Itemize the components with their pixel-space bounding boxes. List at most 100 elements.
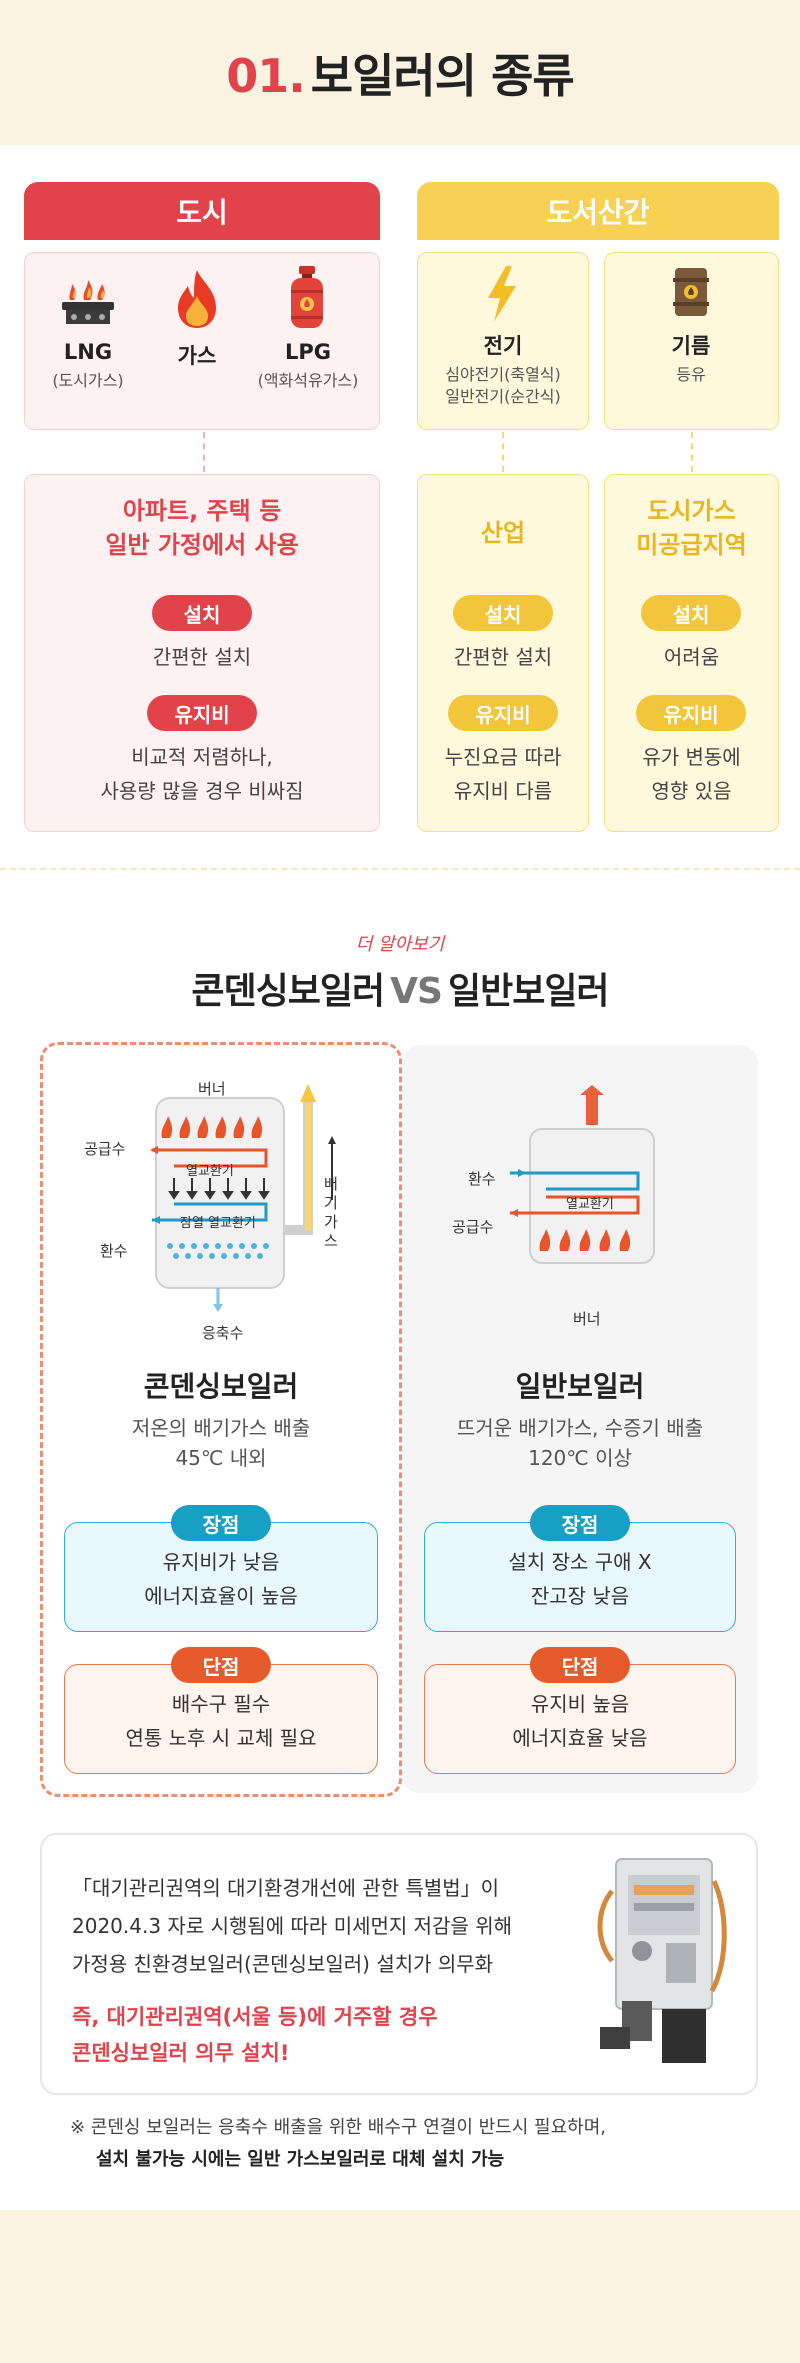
fuel-lng-name: LNG xyxy=(63,340,113,364)
condensing-pro-line2: 에너지효율이 높음 xyxy=(144,1584,298,1608)
city-cost-line2: 사용량 많을 경우 비싸짐 xyxy=(100,779,304,803)
gas-cylinder-icon xyxy=(291,266,323,328)
city-cost-text: 비교적 저렴하나, 사용량 많을 경우 비싸짐 xyxy=(24,740,380,808)
condensing-sub-line2: 45℃ 내외 xyxy=(175,1446,267,1470)
general-pro-line1: 설치 장소 구애 X xyxy=(508,1550,652,1574)
city-cost-pill: 유지비 xyxy=(147,695,257,731)
title-text: 보일러의 종류 xyxy=(310,48,575,103)
burner-flames xyxy=(161,1116,263,1138)
city-cost-line1: 비교적 저렴하나, xyxy=(131,745,273,769)
electric-cost-text: 누진요금 따라 유지비 다름 xyxy=(417,740,589,808)
fuel-lng: LNG (도시가스) xyxy=(13,340,163,392)
oil-usage-box xyxy=(604,474,779,832)
comparison-right: 일반보일러 xyxy=(447,971,610,1012)
oil-cost-line2: 영향 있음 xyxy=(651,779,732,803)
oil-install-pill: 설치 xyxy=(641,595,741,631)
electric-cost-pill: 유지비 xyxy=(448,695,558,731)
regulation-line1: 「대기관리권역의 대기환경개선에 관한 특별법」이 xyxy=(72,1876,500,1900)
label-supply: 공급수 xyxy=(84,1140,126,1158)
section-number: 01. xyxy=(226,48,305,103)
condensing-boiler-product-image xyxy=(597,1858,727,2063)
fuel-electric-sub2: 일반전기(순간식) xyxy=(445,387,561,406)
general-sub-line2: 120℃ 이상 xyxy=(528,1446,632,1470)
oil-usage-title-line1: 도시가스 xyxy=(647,497,736,525)
oil-install-text: 어려움 xyxy=(663,645,720,669)
condensing-con-line1: 배수구 필수 xyxy=(171,1692,271,1716)
connector-city xyxy=(203,432,205,472)
electric-usage-title: 산업 xyxy=(480,519,526,547)
label-general-supply: 공급수 xyxy=(452,1218,494,1236)
fuel-electric: 전기 심야전기(축열식)일반전기(순간식) xyxy=(428,330,578,408)
condensing-pro-line1: 유지비가 낮음 xyxy=(162,1550,280,1574)
condensing-cons-tag: 단점 xyxy=(171,1647,271,1683)
regulation-highlight: 즉, 대기관리권역(서울 등)에 거주할 경우 콘덴싱보일러 의무 설치! xyxy=(72,1999,438,2071)
fuel-lpg-sub: (액화석유가스) xyxy=(257,371,359,390)
regulation-text: 「대기관리권역의 대기환경개선에 관한 특별법」이 2020.4.3 자로 시행… xyxy=(72,1869,512,1983)
label-burner: 버너 xyxy=(198,1080,226,1098)
city-install-text: 간편한 설치 xyxy=(152,645,252,669)
fuel-gas: 가스 xyxy=(122,340,272,370)
fuel-electric-sub1: 심야전기(축열식) xyxy=(445,365,561,384)
city-usage-title: 아파트, 주택 등 일반 가정에서 사용 xyxy=(24,494,380,562)
fuel-lpg-name: LPG xyxy=(284,340,331,364)
page-footer-band xyxy=(0,2210,800,2363)
oil-barrel-icon xyxy=(673,268,709,316)
general-boiler-diagram xyxy=(510,1085,655,1264)
general-subtitle: 뜨거운 배기가스, 수증기 배출 120℃ 이상 xyxy=(402,1413,758,1473)
city-usage-title-line2: 일반 가정에서 사용 xyxy=(105,531,299,559)
connector-oil xyxy=(691,432,693,472)
fuel-lng-sub: (도시가스) xyxy=(52,371,124,390)
gas-stove-icon xyxy=(62,280,114,324)
condensing-con-line2: 연통 노후 시 교체 필요 xyxy=(125,1726,317,1750)
condensing-boiler-diagram xyxy=(150,1084,336,1312)
comparison-left: 콘덴싱보일러 xyxy=(191,971,385,1012)
footnote: ※ 콘덴싱 보일러는 응축수 배출을 위한 배수구 연결이 반드시 필요하며, … xyxy=(70,2112,606,2176)
flame-icon xyxy=(178,270,216,328)
footnote-line1: ※ 콘덴싱 보일러는 응축수 배출을 위한 배수구 연결이 반드시 필요하며, xyxy=(70,2117,606,2138)
general-con-line2: 에너지효율 낮음 xyxy=(512,1726,648,1750)
regulation-line2: 2020.4.3 자로 시행됨에 따라 미세먼지 저감을 위해 xyxy=(72,1914,513,1938)
general-con-line1: 유지비 높음 xyxy=(530,1692,630,1716)
fuel-gas-name: 가스 xyxy=(177,344,217,368)
section-divider xyxy=(0,868,800,870)
fuel-oil-name: 기름 xyxy=(671,334,711,358)
regulation-highlight-line1: 즉, 대기관리권역(서울 등)에 거주할 경우 xyxy=(72,2005,438,2029)
label-exchanger: 열교환기 xyxy=(186,1164,234,1179)
connector-electric xyxy=(502,432,504,472)
oil-cost-pill: 유지비 xyxy=(636,695,746,731)
regulation-highlight-line2: 콘덴싱보일러 의무 설치! xyxy=(72,2041,290,2065)
category-city: 도시 xyxy=(24,182,380,240)
label-exhaust: 배기가스 xyxy=(324,1175,338,1250)
condensing-sub-line1: 저온의 배기가스 배출 xyxy=(131,1416,311,1440)
general-title: 일반보일러 xyxy=(515,1370,645,1403)
label-general-burner: 버너 xyxy=(573,1310,601,1328)
general-sub-line1: 뜨거운 배기가스, 수증기 배출 xyxy=(456,1416,704,1440)
more-info-handwritten: 더 알아보기 xyxy=(355,934,445,955)
label-general-exchanger: 열교환기 xyxy=(566,1197,614,1212)
fuel-oil: 기름 등유 xyxy=(616,330,766,386)
lightning-icon xyxy=(488,266,516,322)
regulation-line3: 가정용 친환경보일러(콘덴싱보일러) 설치가 의무화 xyxy=(72,1952,494,1976)
oil-cost-line1: 유가 변동에 xyxy=(642,745,741,769)
label-latent-exchanger: 잠열 열교환기 xyxy=(180,1216,256,1231)
oil-cost-text: 유가 변동에 영향 있음 xyxy=(604,740,779,808)
electric-install-text: 간편한 설치 xyxy=(453,645,553,669)
fuel-oil-sub: 등유 xyxy=(676,365,706,384)
label-condensate: 응축수 xyxy=(202,1324,244,1342)
page-title: 01.보일러의 종류 xyxy=(226,40,575,106)
footnote-line2: 설치 불가능 시에는 일반 가스보일러로 대체 설치 가능 xyxy=(96,2149,505,2170)
condensing-pros-tag: 장점 xyxy=(171,1505,271,1541)
oil-usage-title-line2: 미공급지역 xyxy=(636,531,747,559)
electric-cost-line1: 누진요금 따라 xyxy=(444,745,562,769)
oil-usage-title: 도시가스 미공급지역 xyxy=(604,494,779,562)
general-pro-line2: 잔고장 낮음 xyxy=(530,1584,630,1608)
general-cons-tag: 단점 xyxy=(530,1647,630,1683)
condensing-cons-box: 배수구 필수 연통 노후 시 교체 필요 xyxy=(64,1664,378,1774)
condensing-title: 콘덴싱보일러 xyxy=(143,1370,299,1403)
comparison-vs: VS xyxy=(390,971,443,1012)
label-general-return: 환수 xyxy=(468,1170,496,1188)
city-install-pill: 설치 xyxy=(152,595,252,631)
city-usage-box xyxy=(24,474,380,832)
electric-install-pill: 설치 xyxy=(453,595,553,631)
